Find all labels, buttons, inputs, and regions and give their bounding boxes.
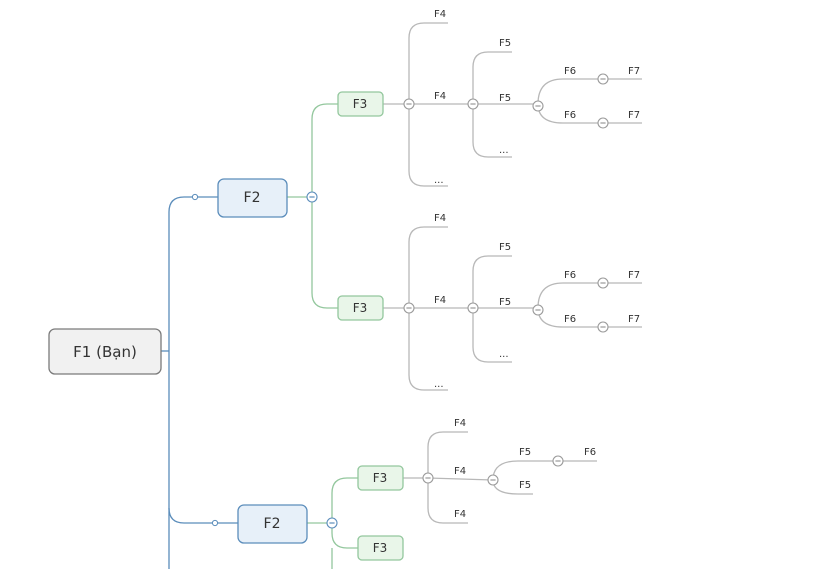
- branch-line: [537, 78, 603, 105]
- collapse-minus-icon[interactable]: [532, 304, 544, 316]
- leaf-node-label[interactable]: F6: [564, 110, 576, 121]
- leaf-node-label[interactable]: F4: [434, 213, 446, 224]
- f3-node-label: F3: [373, 471, 388, 485]
- f3-node-box[interactable]: [357, 535, 404, 561]
- leaf-node-label[interactable]: F4: [454, 509, 466, 520]
- f2-to-f3-line: [331, 477, 358, 523]
- branch-line: [408, 104, 448, 187]
- collapse-minus-icon[interactable]: [467, 302, 479, 314]
- f2-node-label: F2: [264, 516, 281, 532]
- node-f2-bottom[interactable]: F2: [237, 504, 308, 544]
- leaf-node-label[interactable]: F7: [628, 314, 640, 325]
- f3-node-box[interactable]: [337, 295, 384, 321]
- f2-to-f3-line: [311, 197, 338, 309]
- node-root[interactable]: F1 (Bạn): [48, 328, 162, 375]
- collapse-minus-icon[interactable]: [306, 191, 318, 203]
- collapse-minus-icon[interactable]: [422, 472, 434, 484]
- root-connectors: [161, 193, 238, 569]
- f2-node-box[interactable]: [237, 504, 308, 544]
- leaf-node-label[interactable]: ...: [434, 175, 444, 186]
- collapse-minus-icon[interactable]: [403, 98, 415, 110]
- branch-line: [408, 22, 448, 104]
- leaf-node-label[interactable]: F6: [564, 66, 576, 77]
- leaf-node-label[interactable]: F7: [628, 270, 640, 281]
- f2-connectors: [287, 103, 358, 569]
- leaf-node-label[interactable]: F5: [519, 480, 531, 491]
- leaf-node-label[interactable]: F6: [564, 314, 576, 325]
- leaf-node-label[interactable]: ...: [499, 145, 509, 156]
- subtree-b: [383, 226, 642, 391]
- branch-line: [537, 282, 603, 309]
- node-f3-d[interactable]: F3: [357, 535, 404, 561]
- root-to-f2-top-line: [168, 196, 218, 569]
- leaf-node-label[interactable]: F6: [584, 447, 596, 458]
- branch-line: [408, 226, 448, 308]
- branch-line: [472, 51, 512, 104]
- leaf-node-label[interactable]: F4: [434, 9, 446, 20]
- connector-dot-icon: [211, 519, 219, 527]
- branch-line: [427, 431, 468, 478]
- f3-node-label: F3: [353, 301, 368, 315]
- branch-line: [472, 104, 512, 158]
- connector-dot-icon: [191, 193, 199, 201]
- f2-to-f3-line: [331, 523, 358, 549]
- leaf-node-label[interactable]: F5: [499, 38, 511, 49]
- branch-line: [408, 308, 448, 391]
- leaf-node-label[interactable]: F4: [454, 466, 466, 477]
- collapse-minus-icon[interactable]: [532, 100, 544, 112]
- collapse-minus-icon[interactable]: [597, 117, 609, 129]
- leaf-node-label[interactable]: F7: [628, 66, 640, 77]
- collapse-minus-icon[interactable]: [326, 517, 338, 529]
- f3-node-box[interactable]: [357, 465, 404, 491]
- leaf-node-label[interactable]: F7: [628, 110, 640, 121]
- leaf-node-label[interactable]: F6: [564, 270, 576, 281]
- f2-to-f3-line: [311, 103, 338, 197]
- node-f3-b[interactable]: F3: [337, 295, 384, 321]
- collapse-toggles[interactable]: [306, 73, 609, 529]
- branch-line: [492, 460, 558, 481]
- node-f3-a[interactable]: F3: [337, 91, 384, 117]
- leaf-node-label[interactable]: F4: [434, 295, 446, 306]
- leaf-node-label[interactable]: ...: [434, 379, 444, 390]
- collapse-minus-icon[interactable]: [597, 321, 609, 333]
- collapse-minus-icon[interactable]: [597, 277, 609, 289]
- branch-line: [472, 255, 512, 308]
- leaf-node-label[interactable]: F5: [499, 93, 511, 104]
- leaf-node-label[interactable]: ...: [499, 349, 509, 360]
- branch-line: [427, 477, 494, 481]
- f3-node-label: F3: [353, 97, 368, 111]
- collapse-minus-icon[interactable]: [597, 73, 609, 85]
- leaf-labels: F4F4...F5F5...F6F6F7F7F4F4...F5F5...F6F6…: [434, 9, 640, 520]
- collapse-minus-icon[interactable]: [487, 474, 499, 486]
- node-f3-c[interactable]: F3: [357, 465, 404, 491]
- f2-node-label: F2: [244, 190, 261, 206]
- f3-node-label: F3: [373, 541, 388, 555]
- branch-line: [427, 478, 468, 524]
- leaf-node-label[interactable]: F5: [519, 447, 531, 458]
- collapse-minus-icon[interactable]: [467, 98, 479, 110]
- collapse-minus-icon[interactable]: [403, 302, 415, 314]
- leaf-node-label[interactable]: F5: [499, 242, 511, 253]
- node-f2-top[interactable]: F2: [217, 178, 288, 218]
- root-to-f2-bottom-line: [168, 507, 238, 524]
- collapse-minus-icon[interactable]: [552, 455, 564, 467]
- leaf-node-label[interactable]: F4: [454, 418, 466, 429]
- branch-line: [472, 308, 512, 363]
- leaf-node-label[interactable]: F4: [434, 91, 446, 102]
- leaf-node-label[interactable]: F5: [499, 297, 511, 308]
- root-node-label: F1 (Bạn): [73, 343, 137, 361]
- f3-node-box[interactable]: [337, 91, 384, 117]
- subtree-a: [383, 22, 642, 187]
- root-node-box[interactable]: [48, 328, 162, 375]
- f2-node-box[interactable]: [217, 178, 288, 218]
